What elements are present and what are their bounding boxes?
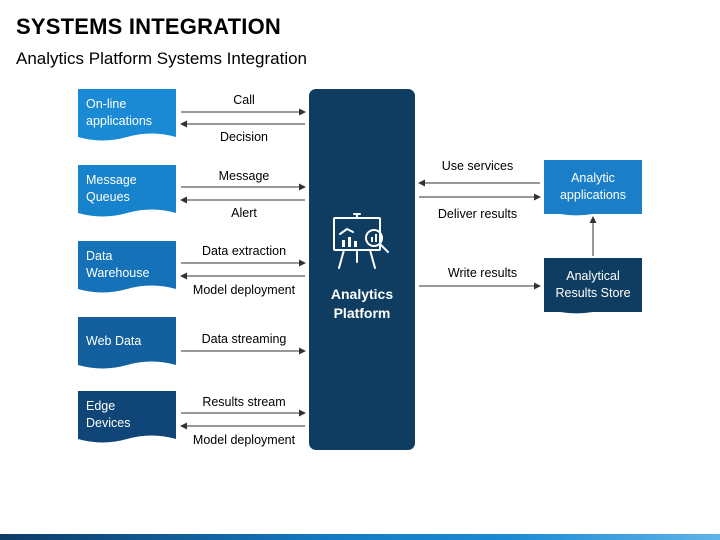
arrow-label-message: Message	[218, 169, 270, 183]
arrow-label-data-extraction: Data extraction	[201, 244, 287, 258]
arrow-label-model-deployment: Model deployment	[192, 283, 296, 297]
source-document-shape	[78, 317, 176, 369]
results-store-line1: Analytical	[566, 269, 620, 283]
source-label-line2: Queues	[86, 190, 130, 204]
source-label-line2: applications	[86, 114, 153, 128]
source-label-line1: On-line	[86, 97, 127, 111]
arrow-label-use-services: Use services	[441, 159, 514, 173]
arrow-label-model-deployment-edge: Model deployment	[192, 433, 296, 447]
page-title: SYSTEMS INTEGRATION	[16, 14, 281, 39]
source-web-data: Web Data	[78, 317, 176, 365]
arrow-label-results-stream: Results stream	[202, 395, 286, 409]
source-label-line1: Data	[86, 249, 113, 263]
source-document-shape	[78, 89, 176, 141]
analytics-platform-block	[309, 89, 415, 450]
source-label-line1: Web Data	[86, 333, 142, 348]
platform-label: Analytics Platform	[309, 285, 415, 323]
page-subtitle: Analytics Platform Systems Integration	[16, 49, 308, 68]
analytic-applications-box: Analytic applications	[544, 160, 642, 214]
platform-label-line2: Platform	[333, 305, 391, 321]
arrow-label-write-results: Write results	[447, 266, 518, 280]
bottom-accent-bar	[0, 534, 720, 540]
source-document-shape	[78, 391, 176, 443]
arrow-label-data-streaming: Data streaming	[201, 332, 287, 346]
analytic-apps-line1: Analytic	[571, 171, 615, 185]
source-label-line1: Edge	[86, 399, 116, 413]
source-label-line2: Devices	[86, 416, 131, 430]
source-label-line1: Message	[86, 173, 137, 187]
arrow-label-alert: Alert	[231, 206, 257, 220]
presentation-analytics-icon	[333, 213, 389, 269]
source-online-applications: On-line applications	[78, 89, 176, 137]
analytic-apps-line2: applications	[559, 188, 626, 202]
platform-label-line1: Analytics	[330, 286, 394, 302]
arrow-label-deliver-results: Deliver results	[437, 207, 518, 221]
source-document-shape	[78, 241, 176, 293]
arrow-label-call: Call	[233, 93, 255, 107]
results-store-line2: Results Store	[555, 286, 631, 300]
arrow-label-decision: Decision	[220, 130, 268, 144]
source-label-line2: Warehouse	[86, 266, 150, 280]
source-document-shape	[78, 165, 176, 217]
